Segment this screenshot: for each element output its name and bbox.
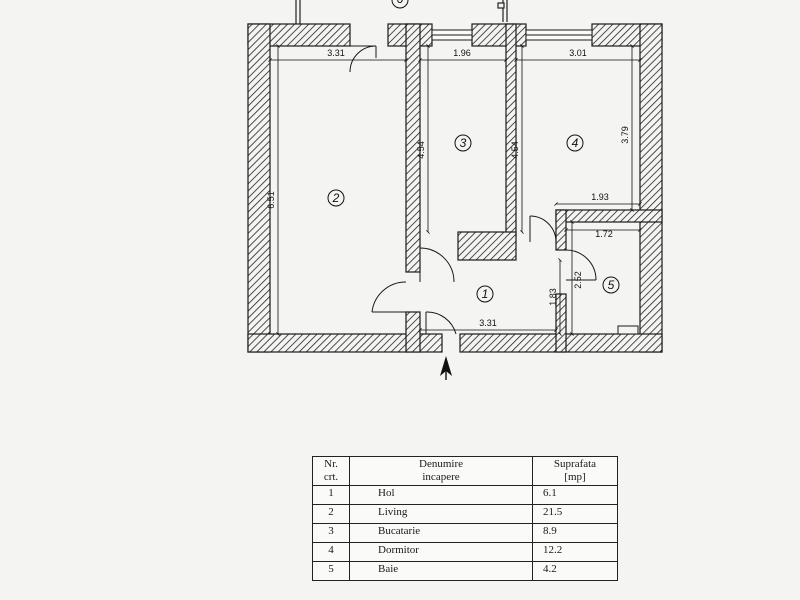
row-nr: 3 [312,523,350,543]
wall-living-hall-lower [405,311,421,353]
row-nr: 4 [312,542,350,562]
row-area: 6.1 [532,485,618,505]
balcony-outline [295,0,508,24]
wall-top-middle-right [471,23,527,47]
wall-bedroom-bath [555,209,663,223]
door-swings [349,45,639,335]
row-nr: 2 [312,504,350,524]
svg-text:5: 5 [608,278,615,292]
table-row: 1 Hol 6.1 [312,485,618,505]
dim-top-mid: 1.96 [453,48,471,58]
dim-top-right: 3.01 [569,48,587,58]
entrance-arrow [440,356,452,380]
row-nr: 1 [312,485,350,505]
room-number-5: 5 [602,276,620,294]
dim-room3-left: 4.54 [416,141,426,159]
wall-right [639,23,663,353]
dim-hall-height: 1.83 [548,288,558,306]
table-row: 3 Bucatarie 8.9 [312,523,618,543]
room-number-2: 2 [327,189,345,207]
wall-bath-left [555,209,567,251]
header-area: Suprafata[mp] [532,456,618,486]
row-name: Bucatarie [349,523,533,543]
room-number-4: 4 [566,134,584,152]
table-row: 2 Living 21.5 [312,504,618,524]
svg-text:3: 3 [460,136,467,150]
svg-text:4: 4 [572,136,579,150]
room-numbers: 2 3 4 1 5 6 [327,0,620,303]
dim-hall-bottom: 3.31 [479,318,497,328]
room-number-1: 1 [476,285,494,303]
dim-left-height: 6.51 [266,191,276,209]
dimension-labels: 3.31 1.96 3.01 6.51 4.54 4.54 3.79 1.93 … [266,48,630,328]
wall-left [247,23,271,353]
dim-bath-width: 1.72 [595,229,613,239]
row-area: 8.9 [532,523,618,543]
dim-room3-right: 4.54 [510,141,520,159]
wall-kitchen-bottom [457,231,517,261]
wall-living-kitchen [405,23,421,273]
svg-text:2: 2 [332,191,340,205]
dimension-lines [268,44,642,336]
windows [431,29,593,41]
table-row: 5 Baie 4.2 [312,561,618,581]
svg-text:6: 6 [397,0,404,6]
row-name: Dormitor [349,542,533,562]
svg-text:1: 1 [482,287,489,301]
row-name: Baie [349,561,533,581]
dim-room4-height: 3.79 [620,126,630,144]
row-name: Living [349,504,533,524]
wall-bottom-left [247,333,443,353]
room-number-3: 3 [454,134,472,152]
row-area: 4.2 [532,561,618,581]
row-area: 21.5 [532,504,618,524]
walls [247,23,663,353]
row-nr: 5 [312,561,350,581]
header-nr: Nr.crt. [312,456,350,486]
dim-bath-height: 2.52 [573,271,583,289]
row-area: 12.2 [532,542,618,562]
room-number-6: 6 [391,0,409,9]
dim-top-left: 3.31 [327,48,345,58]
table-row: 4 Dormitor 12.2 [312,542,618,562]
row-name: Hol [349,485,533,505]
wall-kitchen-bedroom [505,23,517,237]
dim-room4-bottom: 1.93 [591,192,609,202]
